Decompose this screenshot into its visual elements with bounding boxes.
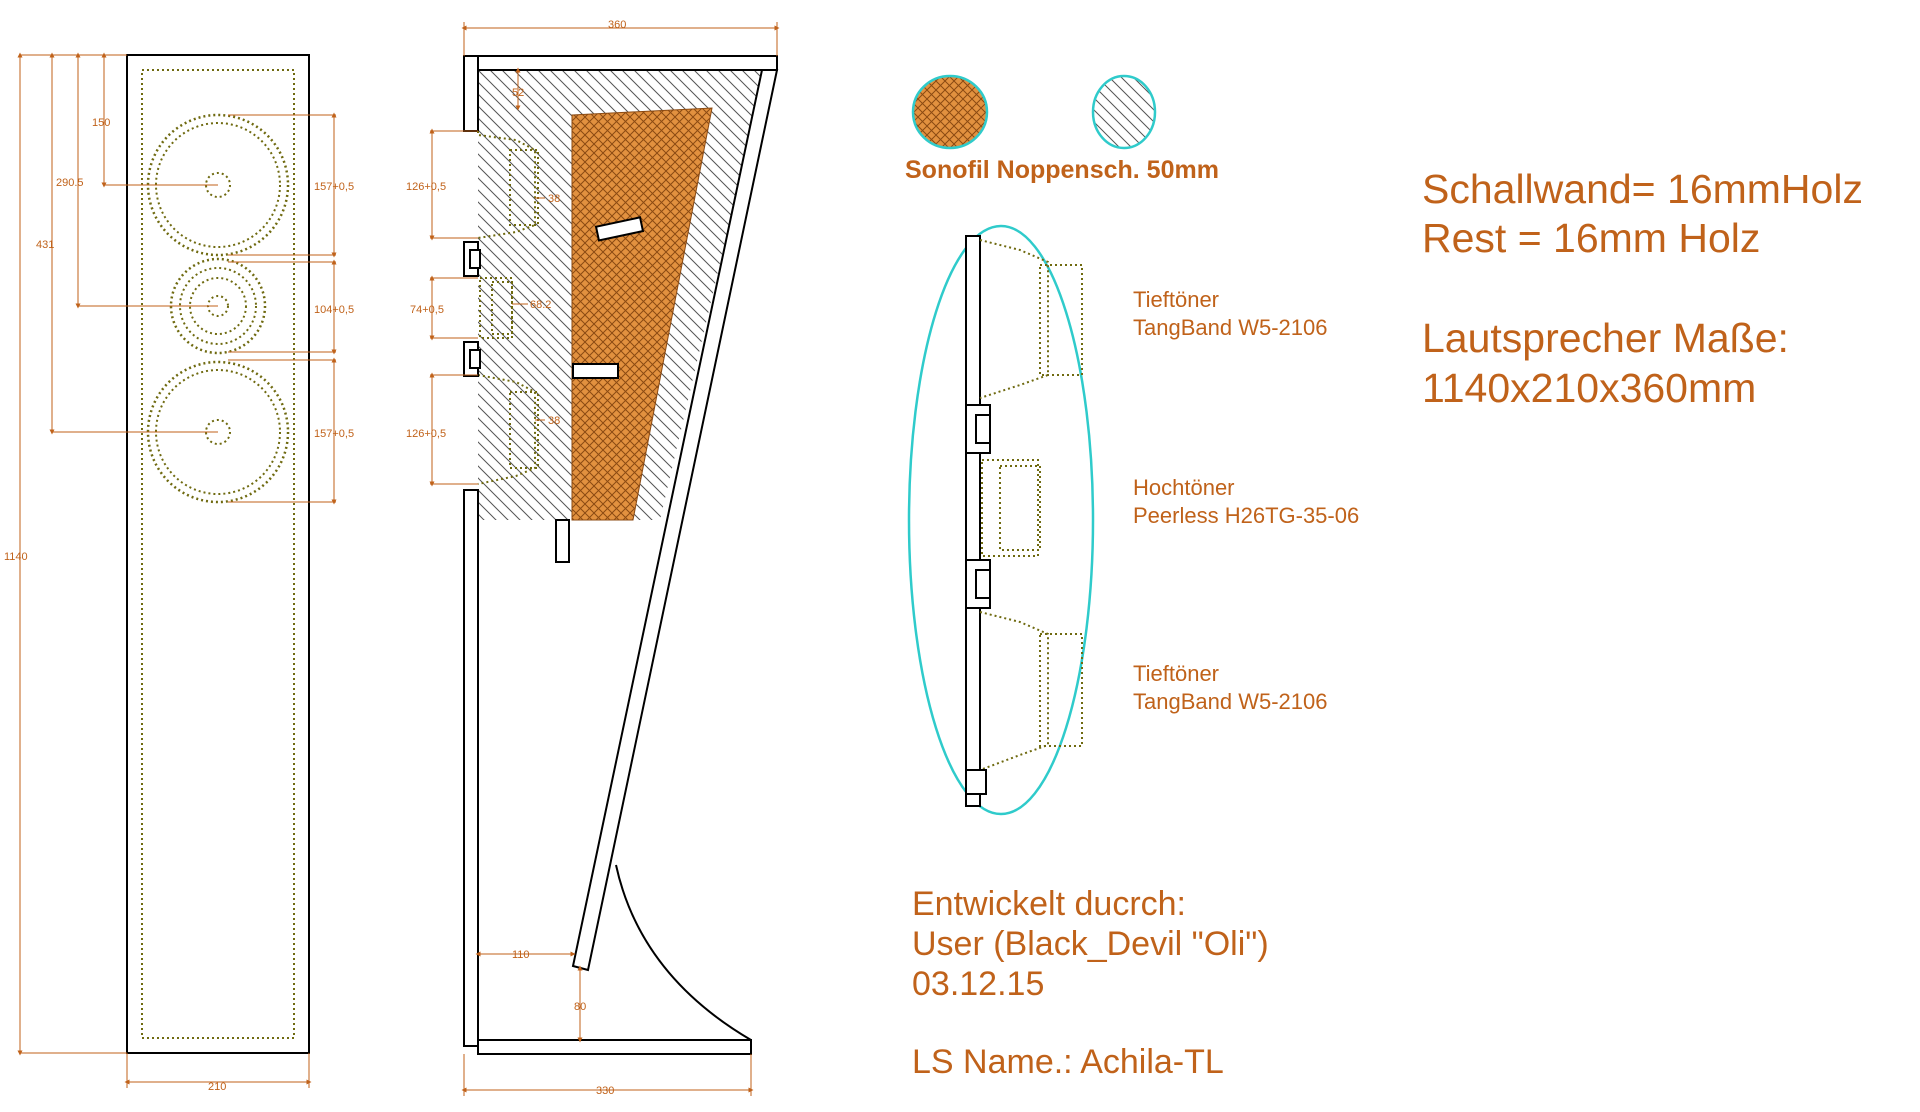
front-woofer-bottom-outer bbox=[146, 360, 290, 504]
front-woofer-top-mid bbox=[155, 122, 281, 248]
spec-dimensions-title: Lautsprecher Maße: bbox=[1422, 315, 1789, 361]
front-view: 150 290.5 431 1140 157+0,5 104+0,5 157+0… bbox=[4, 52, 354, 1093]
dim-depth-bottom: 330 bbox=[596, 1085, 614, 1097]
side-block-3 bbox=[555, 519, 570, 563]
legend-fill-label: Sonofil Noppensch. 50mm bbox=[905, 156, 1219, 184]
driver-woofer-bottom-type: Tieftöner bbox=[1133, 661, 1219, 686]
detail-tweeter bbox=[981, 459, 1041, 557]
detail-view: Tieftöner TangBand W5-2106 Hochtöner Pee… bbox=[907, 224, 1359, 816]
side-top-panel bbox=[477, 55, 778, 71]
side-woofer-top bbox=[477, 131, 539, 239]
driver-woofer-top-type: Tieftöner bbox=[1133, 287, 1219, 312]
front-tweeter-ring3 bbox=[189, 277, 247, 335]
front-woofer-top-outer bbox=[146, 113, 290, 257]
side-view: 360 52 126+0,5 74+0,5 126+0,5 38 68.2 38… bbox=[406, 19, 780, 1097]
legend-hatch-swatch bbox=[1091, 74, 1157, 150]
dim-woofer-depth-bottom: 38 bbox=[548, 415, 560, 427]
driver-tweeter-model: Peerless H26TG-35-06 bbox=[1133, 503, 1359, 528]
side-fill-region bbox=[571, 107, 713, 521]
detail-joints bbox=[965, 404, 991, 795]
front-woofer-bottom-mid bbox=[155, 369, 281, 495]
credits-date: 03.12.15 bbox=[912, 965, 1044, 1003]
front-tweeter-ring2 bbox=[179, 267, 257, 345]
dim-height: 1140 bbox=[4, 551, 28, 563]
dim-foot-offset: 110 bbox=[512, 949, 530, 961]
dim-gap-top: 52 bbox=[512, 87, 524, 99]
dim-150: 150 bbox=[92, 117, 110, 129]
credits: Entwickelt ducrch: User (Black_Devil "Ol… bbox=[912, 885, 1269, 1081]
side-baffle-joints bbox=[463, 241, 481, 377]
front-baffle-inner bbox=[141, 69, 295, 1039]
side-bottom-panel bbox=[477, 1039, 752, 1055]
dim-foot-height: 80 bbox=[574, 1001, 586, 1013]
specs: Schallwand= 16mmHolz Rest = 16mm Holz La… bbox=[1422, 166, 1863, 411]
side-front-baffle bbox=[463, 55, 479, 132]
dim-woofer-depth-top: 38 bbox=[548, 193, 560, 205]
credits-user: User (Black_Devil "Oli") bbox=[912, 925, 1269, 963]
detail-woofer-bottom bbox=[979, 611, 1083, 771]
detail-baffle bbox=[965, 235, 981, 807]
dim-431: 431 bbox=[36, 239, 54, 251]
dim-depth-top: 360 bbox=[608, 19, 626, 31]
dim-woofer-top: 157+0,5 bbox=[314, 181, 354, 193]
driver-tweeter-type: Hochtöner bbox=[1133, 475, 1235, 500]
front-woofer-top-cap bbox=[205, 172, 231, 198]
dim-tweeter: 104+0,5 bbox=[314, 304, 354, 316]
dim-tweeter-depth: 68.2 bbox=[530, 299, 551, 311]
driver-woofer-top-model: TangBand W5-2106 bbox=[1133, 315, 1327, 340]
legend: Sonofil Noppensch. 50mm bbox=[905, 74, 1219, 184]
side-foot-curve bbox=[615, 864, 752, 1041]
side-tweeter bbox=[479, 277, 513, 339]
spec-rest: Rest = 16mm Holz bbox=[1422, 215, 1760, 261]
legend-fill-swatch bbox=[911, 74, 989, 150]
dim-width: 210 bbox=[208, 1081, 226, 1093]
dim-cut-woofer-top: 126+0,5 bbox=[406, 181, 446, 193]
front-woofer-bottom-cap bbox=[205, 419, 231, 445]
side-block-1 bbox=[594, 216, 645, 242]
side-front-baffle-low bbox=[463, 489, 479, 1047]
side-woofer-bottom bbox=[477, 374, 539, 485]
detail-woofer-top bbox=[979, 239, 1083, 399]
dim-woofer-bottom: 157+0,5 bbox=[314, 428, 354, 440]
spec-baffle: Schallwand= 16mmHolz bbox=[1422, 166, 1863, 212]
side-rear-panel bbox=[571, 69, 779, 972]
dim-cut-tweeter: 74+0,5 bbox=[410, 304, 444, 316]
spec-dimensions: 1140x210x360mm bbox=[1422, 365, 1756, 411]
dim-290: 290.5 bbox=[56, 177, 84, 189]
side-block-2 bbox=[572, 363, 619, 379]
credits-developed-by: Entwickelt ducrch: bbox=[912, 885, 1186, 923]
credits-ls-name: LS Name.: Achila-TL bbox=[912, 1043, 1224, 1081]
driver-woofer-bottom-model: TangBand W5-2106 bbox=[1133, 689, 1327, 714]
front-baffle-outline bbox=[126, 54, 310, 1054]
detail-ellipse bbox=[907, 224, 1095, 816]
front-tweeter-outer bbox=[169, 257, 267, 355]
dim-cut-woofer-bottom: 126+0,5 bbox=[406, 428, 446, 440]
